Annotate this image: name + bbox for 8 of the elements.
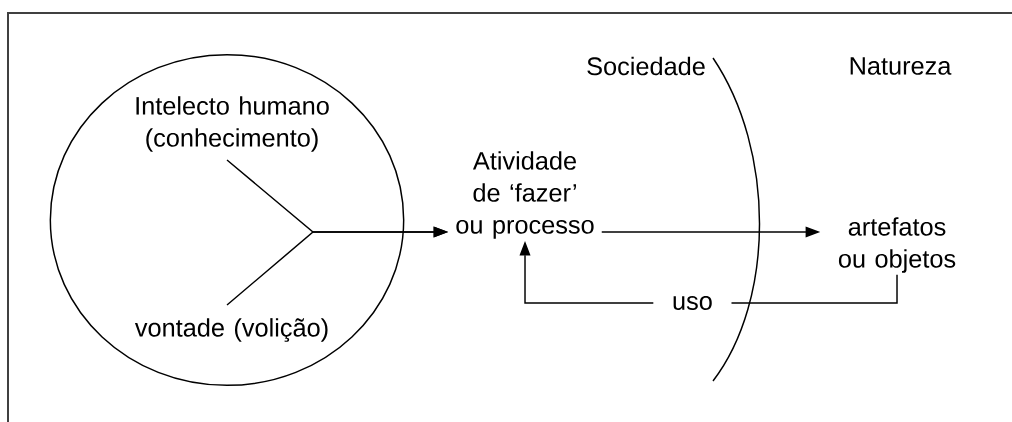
node-text: vontade (volição): [134, 318, 328, 342]
node-text: artefatos ou objetos: [838, 217, 956, 273]
circle: [49, 53, 405, 387]
node-text: Atividade de ‘fazer’ ou processo: [456, 151, 594, 239]
region-label: Natureza: [850, 57, 952, 75]
edge-label: uso: [653, 293, 732, 313]
node-text: Intelecto humano (conhecimento): [136, 96, 329, 152]
region-label: Sociedade: [587, 56, 705, 76]
